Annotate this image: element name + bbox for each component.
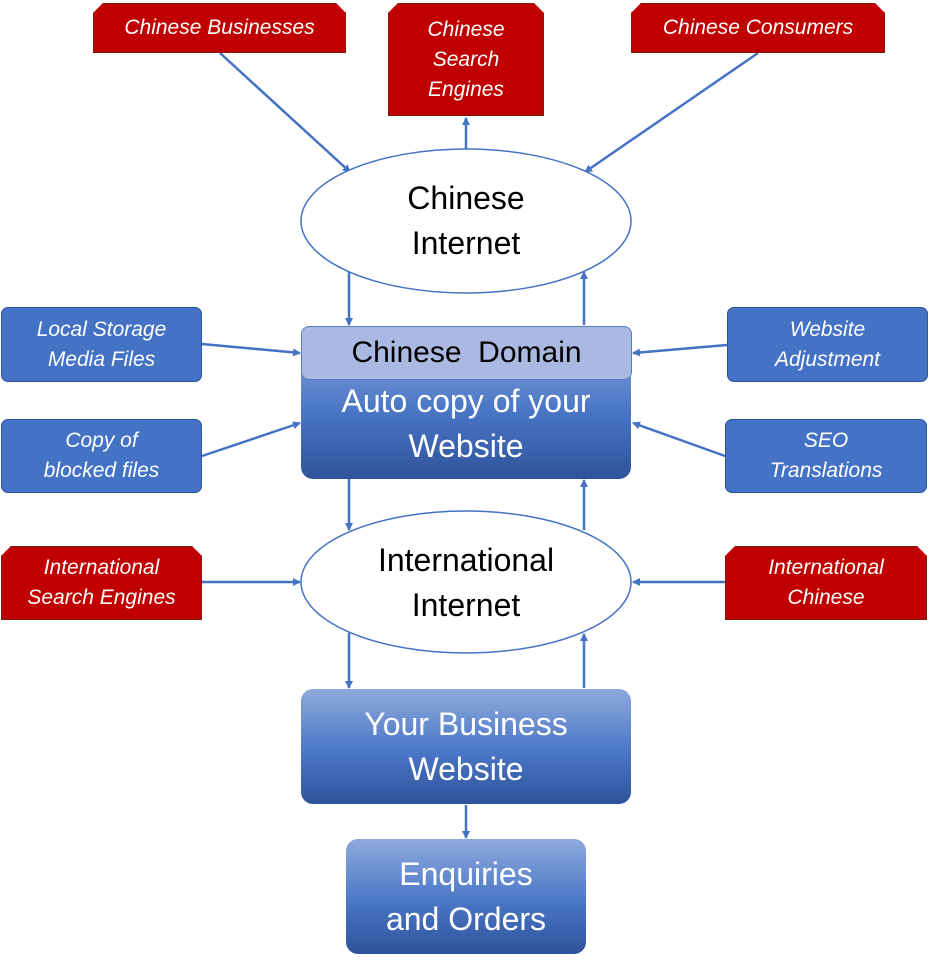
seo-translations-box: SEO Translations [725,419,927,493]
arrow-blocked-files-to-domain [201,421,301,458]
chinese-internet-ellipse [300,148,632,294]
arrow-consumers-to-chinese-internet [584,51,759,174]
blocked-files-box: Copy of blocked files [1,419,202,493]
website-adjustment-box: Website Adjustment [727,307,928,382]
chinese-internet-label: Chinese Internet [407,180,525,261]
chinese-businesses-box: Chinese Businesses [93,3,346,53]
intl-search-engines-box: International Search Engines [1,546,202,620]
arrow-seo-to-domain [632,421,726,458]
chinese-consumers-box: Chinese Consumers [631,3,885,53]
international-internet-label: International Internet [377,542,555,623]
arrow-businesses-to-chinese-internet [219,52,351,173]
chinese-search-engines-box: Chinese Search Engines [388,3,544,116]
arrow-website-adjustment-to-domain [632,343,728,357]
intl-chinese-box: International Chinese [725,546,927,620]
international-internet-ellipse [300,510,632,654]
auto-copy-label: Auto copy of your Website [341,383,591,464]
enquiries-orders-box: Enquiries and Orders [346,839,586,954]
chinese-domain-tab: Chinese Domain [301,326,632,380]
your-business-website-box: Your Business Website [301,689,631,804]
arrow-local-storage-to-domain [201,342,301,357]
local-storage-box: Local Storage Media Files [1,307,202,382]
